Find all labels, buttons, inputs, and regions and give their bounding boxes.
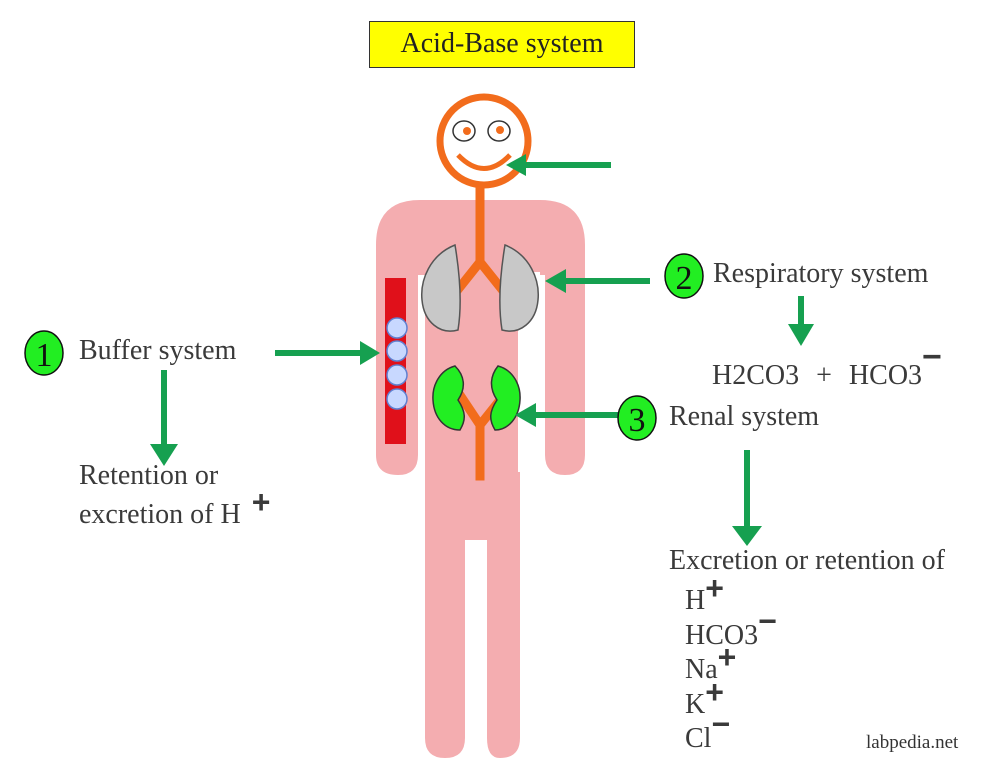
ion-charge: + <box>717 639 737 675</box>
ion-name: H <box>685 585 706 616</box>
badge-3 <box>617 395 657 441</box>
arrow-respiratory-down <box>788 296 814 346</box>
buffer-result-text: excretion of H <box>79 499 241 530</box>
respiratory-equation: H2CO3 + HCO3− <box>712 340 942 392</box>
ion-charge: − <box>711 706 731 742</box>
ion-name: Na <box>685 654 718 685</box>
h-plus-sign: + <box>251 484 271 520</box>
blood-cell <box>386 317 408 339</box>
ion-k: K+ <box>685 676 724 721</box>
page-title: Acid-Base system <box>369 21 635 68</box>
blood-cell <box>386 364 408 386</box>
ion-h: H+ <box>685 572 724 617</box>
ion-charge: + <box>705 674 724 710</box>
badge-1 <box>24 330 64 376</box>
arrow-to-lungs <box>545 269 650 293</box>
renal-result-label: Excretion or retention of <box>669 545 946 576</box>
respiratory-system-label: Respiratory system <box>713 258 929 289</box>
left-kidney <box>432 365 465 431</box>
left-lung <box>421 243 461 332</box>
blood-cell <box>386 340 408 362</box>
watermark: labpedia.net <box>866 732 959 753</box>
arrow-to-kidneys <box>515 403 618 427</box>
arrow-renal-down <box>732 450 762 546</box>
head <box>436 93 532 189</box>
ion-charge: + <box>705 570 724 606</box>
airway-skeleton <box>449 183 511 481</box>
carbonic-acid: H2CO3 <box>712 360 800 391</box>
arrows <box>150 154 814 546</box>
ion-name: K <box>685 689 706 720</box>
buffer-result-line2: excretion of H + <box>79 486 270 531</box>
arrow-buffer-down <box>150 370 178 466</box>
ion-hco3: HCO3− <box>685 605 777 652</box>
ion-charge: − <box>758 603 777 639</box>
buffer-result-line1: Retention or <box>79 460 219 491</box>
right-kidney <box>490 365 521 431</box>
bicarbonate-charge: − <box>922 338 942 376</box>
badge-1-number: 1 <box>36 337 53 374</box>
badge-2-number: 2 <box>676 260 693 297</box>
buffer-system-label: Buffer system <box>79 335 237 366</box>
arrow-to-blood <box>275 341 380 365</box>
badge-2 <box>664 253 704 299</box>
badge-3-number: 3 <box>629 402 646 439</box>
right-lung <box>499 243 539 332</box>
ion-na: Na+ <box>685 641 736 686</box>
blood-vessel <box>385 278 408 444</box>
ion-name: HCO3 <box>685 620 759 651</box>
blood-cell <box>386 388 408 410</box>
badges: 1 2 3 <box>24 253 704 441</box>
ion-name: Cl <box>685 723 712 754</box>
bicarbonate: HCO3 <box>848 360 923 391</box>
arrow-to-head <box>506 154 611 176</box>
ion-cl: Cl− <box>685 708 730 755</box>
equation-plus: + <box>816 360 832 391</box>
renal-system-label: Renal system <box>669 401 820 432</box>
smile <box>456 153 512 171</box>
